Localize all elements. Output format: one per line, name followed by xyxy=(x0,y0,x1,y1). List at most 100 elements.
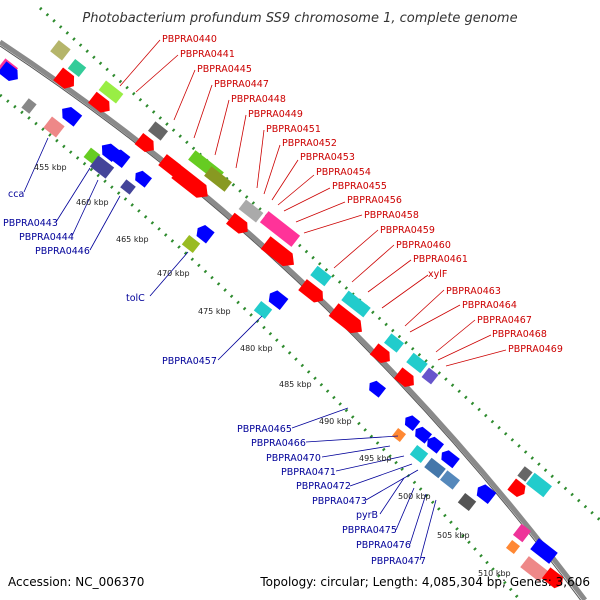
gene-feature[interactable] xyxy=(120,179,136,195)
gene-feature[interactable] xyxy=(424,434,444,454)
gene-feature[interactable] xyxy=(520,556,548,582)
gene-feature[interactable] xyxy=(21,98,37,114)
gene-label[interactable]: PBPRA0475 xyxy=(342,525,397,536)
gene-label[interactable]: PBPRA0458 xyxy=(364,210,419,221)
gene-feature[interactable] xyxy=(50,40,71,61)
gene-feature[interactable] xyxy=(421,367,439,385)
gene-label[interactable]: PBPRA0443 xyxy=(3,218,58,229)
gene-label[interactable]: PBPRA0470 xyxy=(266,453,321,464)
gene-feature[interactable] xyxy=(98,80,124,104)
kbp-ruler: 455 kbp 460 kbp 465 kbp 470 kbp 475 kbp … xyxy=(34,163,511,578)
gene-feature[interactable] xyxy=(171,165,212,202)
gene-label[interactable]: PBPRA0457 xyxy=(162,356,217,367)
gene-label[interactable]: cca xyxy=(8,189,24,200)
gene-label[interactable]: PBPRA0467 xyxy=(477,315,532,326)
gene-feature[interactable] xyxy=(512,523,532,543)
gene-feature[interactable] xyxy=(517,466,533,482)
gene-feature[interactable] xyxy=(181,234,201,254)
gene-feature[interactable] xyxy=(341,290,371,318)
gene-feature[interactable] xyxy=(0,61,22,84)
kbp-tick-label: 480 kbp xyxy=(240,344,273,353)
gene-feature[interactable] xyxy=(88,91,114,117)
gene-feature[interactable] xyxy=(507,478,528,500)
gene-feature[interactable] xyxy=(134,132,159,156)
gene-feature[interactable] xyxy=(310,265,332,287)
gene-label[interactable]: PBPRA0454 xyxy=(316,167,371,178)
gene-feature[interactable] xyxy=(98,140,121,163)
gene-label[interactable]: PBPRA0455 xyxy=(332,181,387,192)
kbp-tick-label: 465 kbp xyxy=(116,235,149,244)
gene-feature[interactable] xyxy=(260,236,299,271)
gene-feature[interactable] xyxy=(438,448,460,469)
gene-feature[interactable] xyxy=(108,146,131,169)
gene-feature[interactable] xyxy=(58,103,83,127)
gene-label[interactable]: pyrB xyxy=(356,510,378,521)
genome-summary-text: Topology: circular; Length: 4,085,304 bp… xyxy=(259,575,590,589)
gene-label[interactable]: PBPRA0471 xyxy=(281,467,336,478)
gene-label[interactable]: PBPRA0448 xyxy=(231,94,286,105)
gene-label[interactable]: PBPRA0464 xyxy=(462,300,517,311)
gene-feature[interactable] xyxy=(132,168,152,188)
gene-feature[interactable] xyxy=(440,470,460,490)
gene-feature[interactable] xyxy=(369,343,394,366)
gene-feature[interactable] xyxy=(366,378,386,398)
gene-feature[interactable] xyxy=(193,223,215,244)
gene-label[interactable]: PBPRA0459 xyxy=(380,225,435,236)
gene-feature[interactable] xyxy=(266,288,289,311)
gene-feature[interactable] xyxy=(328,303,367,338)
gene-label[interactable]: PBPRA0444 xyxy=(19,232,74,243)
gene-label[interactable]: PBPRA0473 xyxy=(312,496,367,507)
gene-feature[interactable] xyxy=(505,539,521,555)
gene-label[interactable]: PBPRA0472 xyxy=(296,481,351,492)
gene-feature[interactable] xyxy=(43,116,65,138)
gene-label[interactable]: PBPRA0446 xyxy=(35,246,90,257)
gene-label[interactable]: PBPRA0445 xyxy=(197,64,252,75)
gene-feature[interactable] xyxy=(89,155,115,179)
gene-label[interactable]: tolC xyxy=(126,293,145,304)
gene-feature[interactable] xyxy=(238,199,264,223)
gene-label[interactable]: PBPRA0460 xyxy=(396,240,451,251)
gene-label[interactable]: PBPRA0463 xyxy=(446,286,501,297)
kbp-tick-label: 475 kbp xyxy=(198,307,231,316)
gene-feature[interactable] xyxy=(541,567,566,590)
gene-feature[interactable] xyxy=(148,121,168,141)
gene-feature[interactable] xyxy=(526,472,552,498)
gene-feature[interactable] xyxy=(253,300,273,320)
gene-label[interactable]: PBPRA0449 xyxy=(248,109,303,120)
gene-feature[interactable] xyxy=(393,367,418,390)
gene-feature[interactable] xyxy=(298,279,327,306)
gene-label[interactable]: PBPRA0477 xyxy=(371,556,426,567)
gene-feature[interactable] xyxy=(259,211,301,247)
gene-label[interactable]: PBPRA0465 xyxy=(237,424,292,435)
reverse-gene-labels: cca PBPRA0443 PBPRA0444 PBPRA0446 tolC P… xyxy=(3,189,426,567)
gene-feature[interactable] xyxy=(406,352,428,374)
gene-label[interactable]: PBPRA0466 xyxy=(251,438,306,449)
gene-label[interactable]: PBPRA0468 xyxy=(492,329,547,340)
gene-label[interactable]: PBPRA0441 xyxy=(180,49,235,60)
gene-label[interactable]: xylF xyxy=(428,269,447,280)
gene-feature[interactable] xyxy=(384,333,404,353)
gene-label[interactable]: PBPRA0456 xyxy=(347,195,402,206)
gene-feature[interactable] xyxy=(424,457,446,479)
gene-label[interactable]: PBPRA0476 xyxy=(356,540,411,551)
gene-feature[interactable] xyxy=(53,67,79,93)
gene-feature[interactable] xyxy=(204,166,232,192)
gene-label[interactable]: PBPRA0447 xyxy=(214,79,269,90)
gene-feature[interactable] xyxy=(457,492,477,512)
gene-feature[interactable] xyxy=(474,482,497,505)
kbp-tick-label: 460 kbp xyxy=(76,198,109,207)
gene-label[interactable]: PBPRA0461 xyxy=(413,254,468,265)
gene-feature[interactable] xyxy=(409,444,429,464)
gene-label[interactable]: PBPRA0469 xyxy=(508,344,563,355)
gene-feature[interactable] xyxy=(391,427,407,443)
gene-label[interactable]: PBPRA0452 xyxy=(282,138,337,149)
gene-label[interactable]: PBPRA0440 xyxy=(162,34,217,45)
gene-feature[interactable] xyxy=(402,413,421,432)
gene-feature[interactable] xyxy=(226,212,252,238)
gene-feature[interactable] xyxy=(67,58,87,78)
gene-label[interactable]: PBPRA0453 xyxy=(300,152,355,163)
gene-feature[interactable] xyxy=(530,538,558,564)
gene-label[interactable]: PBPRA0451 xyxy=(266,124,321,135)
gene-feature[interactable] xyxy=(158,154,186,180)
